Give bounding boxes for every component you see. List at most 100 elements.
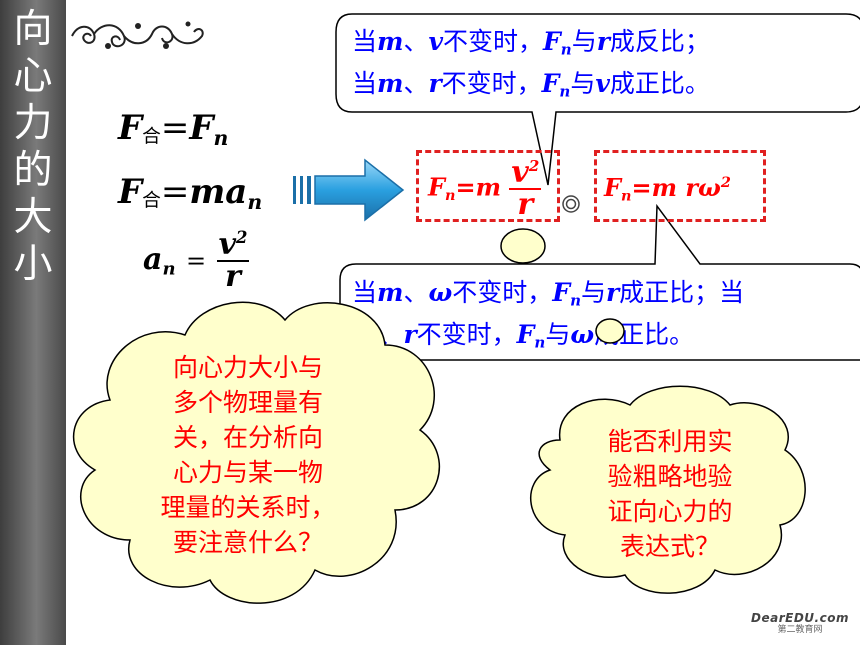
callout-bottom-line1: 当m、ω不变时，Fn与r成正比；当 (352, 276, 744, 318)
text: 与 (580, 278, 606, 307)
text: 成反比； (609, 27, 710, 56)
cloud-line: 多个物理量有 (172, 388, 323, 417)
title-char: 小 (13, 242, 53, 287)
formula-symbol: F (118, 108, 143, 148)
cloud-right-question: 能否利用实 验粗略地验 证向心力的 表达式？ (565, 424, 775, 564)
symbol: r (605, 278, 620, 307)
text: 不变时， (452, 278, 553, 307)
callout-top-line2: 当m、r不变时，Fn与v成正比。 (352, 67, 710, 109)
formula-symbol: F (118, 172, 143, 212)
symbol: F (541, 68, 560, 98)
ring-icon (562, 195, 580, 213)
symbol: F (516, 319, 535, 349)
symbol: r (403, 319, 417, 349)
cloud-line: 证向心力的 (607, 497, 733, 526)
cloud-line: 理量的关系时， (160, 493, 336, 522)
scroll-ornament-icon (71, 21, 204, 49)
equals-sign: = (160, 172, 190, 212)
title-char: 心 (13, 54, 53, 99)
text: 当 (352, 278, 378, 307)
symbol: v (428, 27, 444, 56)
formula-centripetal-velocity: Fn=m v2 r (428, 155, 542, 222)
superscript: 2 (236, 228, 248, 247)
formula-symbol: a (143, 242, 163, 277)
text: 不变时， (416, 319, 517, 349)
subscript: n (534, 333, 546, 351)
cloud-line: 验粗略地验 (607, 462, 733, 491)
callout-top-line1: 当m、v不变时，Fn与r成反比； (352, 25, 710, 67)
cloud-left-question: 向心力大小与 多个物理量有 关，在分析向 心力与某一物 理量的关系时， 要注意什… (126, 350, 370, 560)
fraction-denominator: r (225, 259, 241, 294)
formula-symbol: F (428, 172, 446, 202)
logo-subtext: 第二教育网 (777, 625, 823, 635)
site-logo: DearEDU.com 第二教育网 (750, 611, 850, 639)
symbol: v (595, 68, 610, 98)
formula-subscript: 合 (142, 190, 161, 212)
formula-centripetal-angular: Fn=m rω2 (604, 173, 731, 204)
cloud-line: 表达式？ (619, 532, 720, 561)
formula-subscript: n (621, 187, 632, 205)
text: 当 (352, 68, 378, 98)
symbol: F (552, 278, 571, 307)
equals-sign: = (160, 108, 190, 148)
cloud-line: 要注意什么？ (172, 528, 323, 557)
subscript: n (559, 82, 571, 100)
formula-newton-second-law: F合=man (118, 172, 262, 214)
formula-symbol: ω (698, 173, 721, 202)
subscript: n (570, 291, 581, 310)
title-char: 向 (13, 7, 53, 52)
fraction: v2 r (216, 227, 250, 294)
symbol: m (377, 27, 404, 56)
callout-top-text: 当m、v不变时，Fn与r成反比； 当m、r不变时，Fn与v成正比。 (352, 25, 710, 108)
fraction-denominator: r (517, 187, 534, 222)
formula-symbol: ma (189, 172, 248, 212)
formula-box-velocity (416, 150, 560, 222)
symbol: ω (428, 278, 453, 307)
text: 与 (570, 68, 596, 98)
fraction: v2 r (509, 155, 542, 222)
title-char: 的 (13, 148, 53, 193)
formula-subscript: n (213, 126, 229, 151)
formula-symbol: F (189, 108, 214, 148)
sidebar: 向 心 力 的 大 小 (0, 0, 66, 645)
cloud-line: 能否利用实 (607, 427, 733, 456)
text: 成正比。 (609, 68, 710, 98)
formula-subscript: n (445, 186, 456, 204)
cloud-line: 心力与某一物 (172, 458, 323, 487)
text: 不变时， (443, 27, 544, 56)
title-char: 力 (13, 101, 53, 146)
formula-subscript: 合 (142, 126, 161, 148)
text: 不变时， (441, 68, 542, 98)
formula-symbol: r (685, 173, 699, 202)
formula-subscript: n (247, 190, 263, 215)
logo-text: DearEDU.com (751, 611, 849, 625)
symbol: m (377, 278, 404, 307)
formula-centripetal-acceleration: an = v2 r (143, 227, 250, 294)
equals-sign: = (186, 247, 207, 275)
text: 、 (403, 27, 429, 56)
vertical-title: 向 心 力 的 大 小 (10, 6, 56, 288)
symbol: r (428, 68, 442, 98)
text: 当 (352, 27, 378, 56)
fraction-numerator: v (511, 155, 529, 190)
right-arrow-icon (293, 158, 405, 222)
text: 、 (403, 68, 429, 98)
symbol: ω (570, 319, 595, 349)
cloud-line: 关，在分析向 (172, 423, 323, 452)
formula-symbol: F (604, 173, 622, 202)
subscript: n (560, 40, 572, 59)
title-char: 大 (13, 195, 53, 240)
formula-subscript: n (162, 258, 176, 280)
symbol: r (596, 27, 610, 56)
superscript: 2 (720, 174, 731, 191)
formula-box-angular (594, 150, 766, 222)
text: 与 (545, 319, 571, 349)
cloud-line: 向心力大小与 (172, 353, 323, 382)
formula-force-equal: F合=Fn (118, 108, 228, 150)
text: 与 (571, 27, 597, 56)
symbol: m (377, 68, 404, 98)
symbol: F (543, 27, 561, 56)
formula-symbol: =m (631, 173, 678, 202)
fraction-numerator: v (218, 227, 236, 262)
